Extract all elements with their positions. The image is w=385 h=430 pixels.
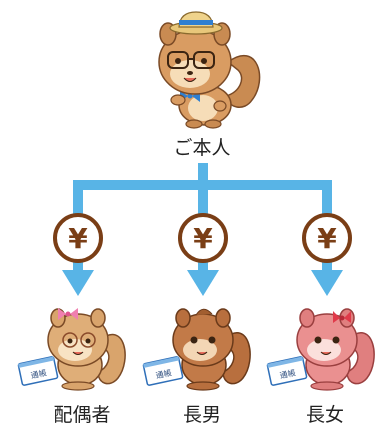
arrow-head-daughter bbox=[311, 270, 343, 296]
yen-symbol: ¥ bbox=[317, 222, 337, 255]
root-label: ご本人 bbox=[173, 137, 231, 159]
arrow-head-spouse bbox=[62, 270, 94, 296]
squirrel-with-glasses-and-hat-icon bbox=[158, 11, 261, 129]
yen-coin-icon: ¥ bbox=[53, 213, 103, 263]
svg-text:通帳: 通帳 bbox=[279, 367, 297, 380]
passbook-icon: 通帳 bbox=[17, 356, 59, 386]
spouse-label: 配偶者 bbox=[53, 404, 111, 426]
yen-coin-icon: ¥ bbox=[178, 213, 228, 263]
yen-symbol: ¥ bbox=[68, 222, 88, 255]
yen-symbol: ¥ bbox=[193, 222, 213, 255]
passbook-icon: 通帳 bbox=[142, 356, 184, 386]
squirrel-with-bow-and-passbook-icon: 通帳 bbox=[17, 308, 126, 391]
svg-text:通帳: 通帳 bbox=[155, 367, 173, 380]
svg-text:通帳: 通帳 bbox=[30, 367, 48, 380]
yen-coin-icon: ¥ bbox=[302, 213, 352, 263]
passbook-icon: 通帳 bbox=[266, 356, 308, 386]
eldest-daughter-label: 長女 bbox=[305, 404, 344, 426]
pink-squirrel-with-passbook-icon: 通帳 bbox=[266, 308, 375, 391]
arrow-head-son bbox=[187, 270, 219, 296]
eldest-son-label: 長男 bbox=[182, 404, 221, 426]
brown-squirrel-with-passbook-icon: 通帳 bbox=[142, 308, 251, 391]
